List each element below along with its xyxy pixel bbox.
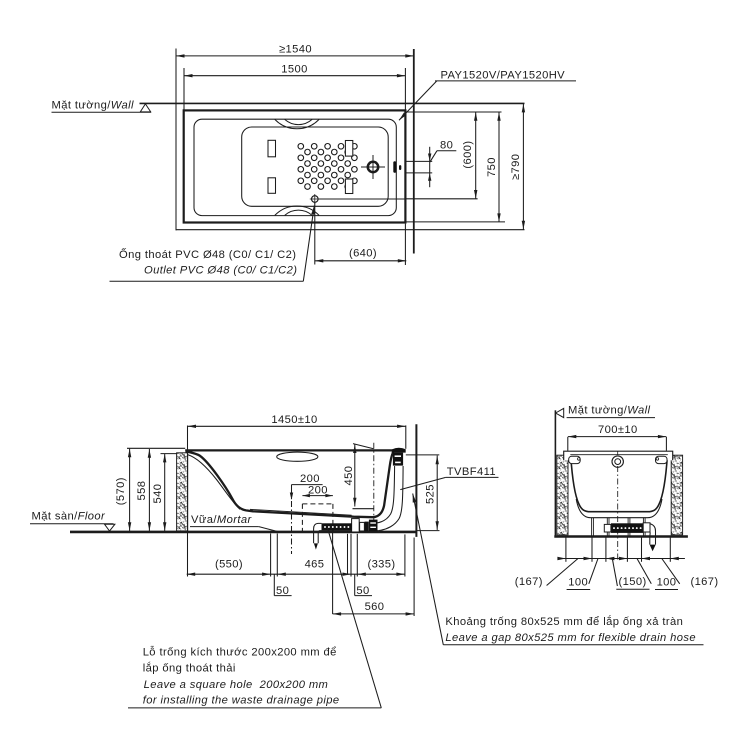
svg-text:Mặt tường/Wall: Mặt tường/Wall bbox=[52, 99, 135, 111]
svg-text:465: 465 bbox=[305, 558, 325, 570]
svg-text:450: 450 bbox=[343, 466, 355, 486]
svg-text:Khoảng trống 80x525 mm để lắp: Khoảng trống 80x525 mm để lắp ống xả trà… bbox=[445, 615, 683, 628]
svg-text:200: 200 bbox=[308, 485, 328, 497]
svg-text:750: 750 bbox=[486, 157, 498, 177]
svg-text:80: 80 bbox=[440, 140, 453, 152]
svg-text:PAY1520V/PAY1520HV: PAY1520V/PAY1520HV bbox=[441, 70, 566, 82]
svg-text:(167): (167) bbox=[515, 576, 543, 588]
svg-text:(600): (600) bbox=[462, 141, 474, 169]
svg-text:Lỗ trống kích thước 200x200 mm: Lỗ trống kích thước 200x200 mm để bbox=[143, 646, 337, 659]
svg-text:558: 558 bbox=[136, 481, 148, 501]
svg-text:525: 525 bbox=[425, 484, 437, 504]
svg-text:(150): (150) bbox=[619, 576, 647, 588]
svg-text:Mặt tường/Wall: Mặt tường/Wall bbox=[568, 404, 651, 416]
svg-text:200: 200 bbox=[300, 473, 320, 485]
svg-text:TVBF411: TVBF411 bbox=[447, 466, 496, 478]
svg-text:Mặt sàn/Floor: Mặt sàn/Floor bbox=[32, 511, 106, 523]
svg-text:100: 100 bbox=[657, 577, 677, 589]
svg-text:(167): (167) bbox=[690, 576, 718, 588]
svg-text:Outlet PVC Ø48 (C0/ C1/C2): Outlet PVC Ø48 (C0/ C1/C2) bbox=[144, 265, 297, 277]
svg-text:560: 560 bbox=[365, 601, 385, 613]
svg-text:Leave a square hole 200x200 m: Leave a square hole 200x200 mm bbox=[144, 679, 329, 691]
svg-text:≥790: ≥790 bbox=[510, 154, 522, 180]
svg-text:≥1540: ≥1540 bbox=[279, 44, 312, 56]
svg-text:lắp ống thoát thải: lắp ống thoát thải bbox=[143, 662, 236, 675]
svg-text:1500: 1500 bbox=[281, 63, 308, 75]
svg-text:for installing the waste drain: for installing the waste drainage pipe bbox=[143, 695, 340, 707]
svg-text:100: 100 bbox=[568, 577, 588, 589]
svg-text:700±10: 700±10 bbox=[598, 424, 638, 436]
svg-text:Leave a gap 80x525 mm for flex: Leave a gap 80x525 mm for flexible drain… bbox=[445, 632, 696, 644]
svg-text:Ống thoát PVC Ø48 (C0/ C1/ C2): Ống thoát PVC Ø48 (C0/ C1/ C2) bbox=[119, 247, 296, 261]
svg-text:540: 540 bbox=[152, 484, 164, 504]
svg-text:1450±10: 1450±10 bbox=[271, 414, 317, 426]
svg-text:50: 50 bbox=[356, 585, 369, 597]
svg-text:(570): (570) bbox=[115, 477, 127, 505]
svg-text:50: 50 bbox=[276, 585, 289, 597]
svg-text:Vữa/Mortar: Vữa/Mortar bbox=[191, 514, 252, 526]
svg-text:(640): (640) bbox=[349, 247, 377, 259]
svg-text:(335): (335) bbox=[367, 558, 395, 570]
svg-text:(550): (550) bbox=[215, 558, 243, 570]
